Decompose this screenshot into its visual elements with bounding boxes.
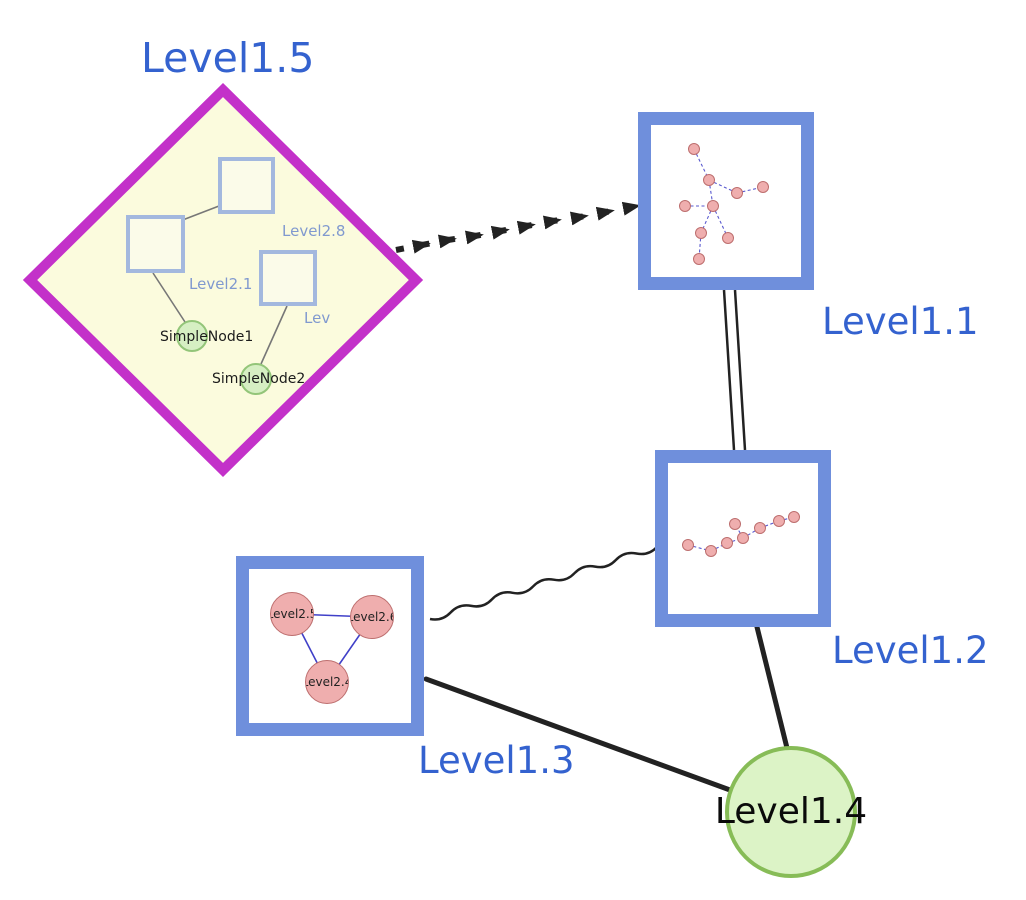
subgraph-node	[737, 532, 749, 544]
subgraph-node	[688, 143, 700, 155]
label-level1-4: Level1.4	[714, 791, 868, 832]
subgraph-node	[695, 227, 707, 239]
subgraph-node	[693, 253, 705, 265]
level1-5-inner-edges	[152, 205, 288, 365]
subgraph-node	[721, 537, 733, 549]
subgraph-node	[757, 181, 769, 193]
node-simplenode1[interactable]	[176, 320, 208, 352]
subgraph-node	[679, 200, 691, 212]
node-level1-4[interactable]	[725, 746, 857, 878]
edge-level1-3-to-level1-2-wavy[interactable]	[429, 546, 658, 621]
subgraph-node	[682, 539, 694, 551]
level1-1-subgraph	[679, 143, 769, 265]
label-level1-2: Level1.2	[832, 629, 989, 672]
level1-2-subgraph	[682, 511, 800, 557]
subgraph-node	[705, 545, 717, 557]
node-level2-4[interactable]: Level2.4	[305, 660, 349, 704]
node-level1-2[interactable]	[655, 450, 831, 627]
label-level2-6: Level2.6	[351, 610, 393, 624]
subgraph-node	[729, 518, 741, 530]
subgraph-edge	[687, 544, 712, 552]
node-simplenode2[interactable]	[240, 363, 272, 395]
label-level2-1: Level2.1	[189, 275, 253, 293]
label-simplenode1: SimpleNode1	[160, 329, 254, 345]
node-level1-1[interactable]	[638, 112, 814, 290]
node-level1-5[interactable]	[22, 82, 424, 478]
node-level1-3[interactable]: Level2.5 Level2.6 Level2.4	[236, 556, 424, 736]
node-lev[interactable]	[259, 250, 317, 306]
edge-level1-1-to-level1-2-double[interactable]	[722, 289, 747, 451]
edge-level1-3-to-level1-4[interactable]	[423, 676, 733, 793]
label-level1-1: Level1.1	[822, 300, 979, 343]
label-simplenode2: SimpleNode2	[212, 371, 306, 387]
label-level2-8: Level2.8	[282, 222, 346, 240]
label-level1-3: Level1.3	[418, 739, 575, 782]
subgraph-node	[731, 187, 743, 199]
node-level2-8[interactable]	[218, 157, 275, 214]
subgraph-node	[722, 232, 734, 244]
subgraph-edge	[698, 232, 702, 260]
subgraph-node	[707, 200, 719, 212]
node-level2-5[interactable]: Level2.5	[270, 592, 314, 636]
subgraph-node	[703, 174, 715, 186]
node-level2-1[interactable]	[126, 215, 185, 273]
subgraph-node	[788, 511, 800, 523]
node-level2-6[interactable]: Level2.6	[350, 595, 394, 639]
label-level1-5: Level1.5	[141, 34, 315, 82]
label-level2-4: Level2.4	[306, 675, 348, 689]
subgraph-node	[773, 515, 785, 527]
subgraph-edge	[708, 179, 714, 207]
subgraph-node	[754, 522, 766, 534]
label-level2-5: Level2.5	[271, 607, 313, 621]
edge-level1-2-to-level1-4[interactable]	[754, 624, 790, 751]
label-lev: Lev	[304, 309, 331, 327]
